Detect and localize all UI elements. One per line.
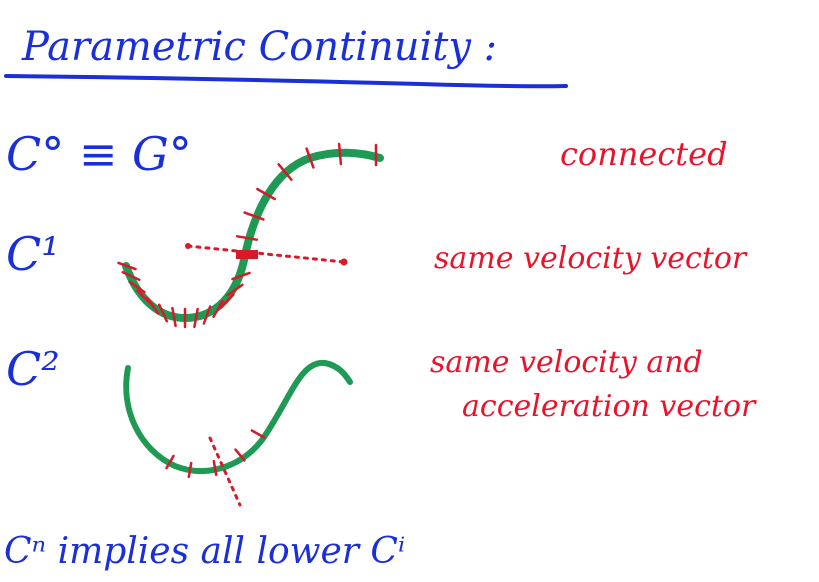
parameter-tick — [136, 289, 152, 305]
parameter-tick — [121, 270, 141, 282]
parameter-tick — [337, 142, 343, 166]
c2-curve — [123, 359, 353, 474]
c1-label: C¹ — [6, 227, 60, 281]
parameter-tick — [231, 271, 251, 281]
parameter-tick — [157, 303, 169, 323]
parameter-tick — [250, 429, 266, 439]
parameter-tick — [277, 163, 293, 181]
c1-velocity-line — [186, 244, 346, 264]
parameter-tick — [202, 305, 212, 325]
parameter-tick — [212, 299, 224, 319]
c1-velocity-end-dot — [340, 258, 348, 266]
c2-acceleration-line — [208, 436, 242, 507]
c1-parameter-ticks — [117, 142, 378, 329]
page-title: Parametric Continuity : — [21, 24, 497, 70]
parameter-tick — [117, 261, 137, 271]
parameter-tick — [128, 280, 146, 294]
c1-velocity-start-dot — [185, 243, 191, 249]
parameter-tick — [212, 459, 218, 477]
parameter-tick — [226, 283, 244, 297]
c1-upper-arc — [241, 148, 384, 259]
c2-parameter-ticks — [165, 429, 266, 479]
parameter-tick — [219, 293, 235, 309]
parameter-tick — [235, 235, 259, 241]
c1-join-mark — [236, 250, 258, 259]
parameter-tick — [165, 454, 175, 470]
parameter-tick — [243, 211, 265, 221]
parameter-tick — [187, 461, 193, 479]
parameter-tick — [193, 307, 199, 329]
parameter-tick — [234, 448, 246, 462]
footer-note: Cⁿ implies all lower Cⁱ — [4, 531, 405, 572]
c2-description-line-1: same velocity and — [430, 345, 703, 380]
c2-label: C² — [6, 342, 60, 396]
parameter-tick — [305, 147, 315, 169]
c2-description-line-2: acceleration vector — [462, 389, 757, 424]
parameter-tick — [171, 306, 177, 328]
c1-curve-diagram — [117, 142, 384, 329]
parameter-tick — [256, 187, 276, 201]
title-underline — [4, 74, 568, 89]
c0-description: connected — [560, 135, 728, 173]
c1-description: same velocity vector — [434, 241, 748, 276]
c0-label: C° ≡ G° — [6, 127, 192, 181]
c2-curve-diagram — [123, 359, 353, 507]
